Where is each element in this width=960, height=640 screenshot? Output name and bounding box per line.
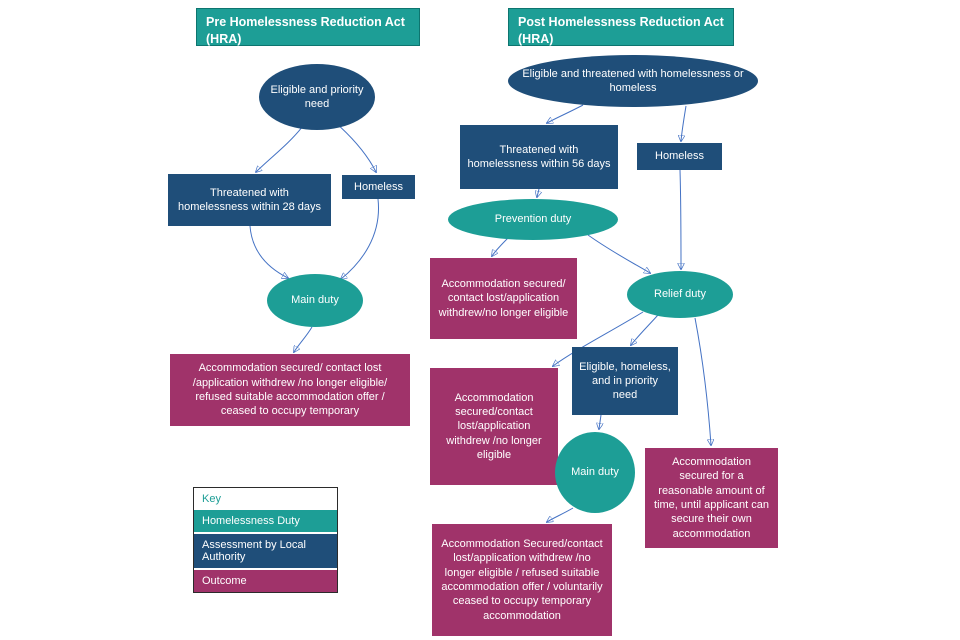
post-main-outcome-bottom: Accommodation Secured/contact lost/appli… xyxy=(432,524,612,636)
legend-assessment-local-authority: Assessment by Local Authority xyxy=(194,534,337,568)
post-threatened-56-days: Threatened with homelessness within 56 d… xyxy=(460,125,618,189)
post-hra-title: Post Homelessness Reduction Act (HRA) xyxy=(508,8,734,46)
pre-homeless: Homeless xyxy=(342,175,415,199)
post-homeless: Homeless xyxy=(637,143,722,170)
post-main-outcome-right: Accommodation secured for a reasonable a… xyxy=(645,448,778,548)
post-relief-outcome: Accommodation secured/contact lost/appli… xyxy=(430,368,558,485)
arrow-post-eligible-to-homeless xyxy=(681,105,687,141)
arrow-post-eligiblepriority-to-mainduty xyxy=(599,414,601,429)
pre-outcome: Accommodation secured/ contact lost /app… xyxy=(170,354,410,426)
arrow-post-eligible-to-threatened xyxy=(547,104,584,123)
post-prevention-duty: Prevention duty xyxy=(448,199,618,240)
pre-main-duty: Main duty xyxy=(267,274,363,327)
arrow-post-prevention-to-outcome xyxy=(492,237,509,256)
arrow-post-mainduty-to-bottomoutcome xyxy=(547,507,574,522)
pre-hra-title: Pre Homelessness Reduction Act (HRA) xyxy=(196,8,420,46)
arrow-post-homeless-to-relief xyxy=(680,169,681,269)
arrow-post-relief-to-eligiblepriority xyxy=(631,314,659,345)
arrow-post-prevention-to-relief xyxy=(587,234,650,273)
arrow-post-relief-to-rightoutcome xyxy=(694,317,711,445)
legend-homelessness-duty: Homelessness Duty xyxy=(194,510,337,532)
legend-divider xyxy=(194,532,337,534)
legend-title: Key xyxy=(194,488,337,510)
pre-eligible-priority-need: Eligible and priority need xyxy=(259,64,375,130)
arrow-pre-mainduty-to-outcome xyxy=(294,326,313,352)
post-eligible-threatened: Eligible and threatened with homelessnes… xyxy=(508,55,758,107)
legend-outcome: Outcome xyxy=(194,570,337,592)
arrow-pre-threatened-to-mainduty xyxy=(249,225,288,278)
post-main-duty: Main duty xyxy=(555,432,635,513)
pre-threatened-28-days: Threatened with homelessness within 28 d… xyxy=(168,174,331,226)
legend: Key Homelessness Duty Assessment by Loca… xyxy=(193,487,338,593)
arrow-pre-homeless-to-mainduty xyxy=(341,198,380,279)
legend-divider xyxy=(194,568,337,570)
arrow-post-threatened-to-prevention xyxy=(537,188,539,197)
post-prevention-outcome: Accommodation secured/ contact lost/appl… xyxy=(430,258,577,339)
post-eligible-homeless-priority: Eligible, homeless, and in priority need xyxy=(572,347,678,415)
post-relief-duty: Relief duty xyxy=(627,271,733,318)
arrow-pre-eligible-to-threatened xyxy=(256,125,304,172)
arrow-pre-eligible-to-homeless xyxy=(335,122,376,172)
